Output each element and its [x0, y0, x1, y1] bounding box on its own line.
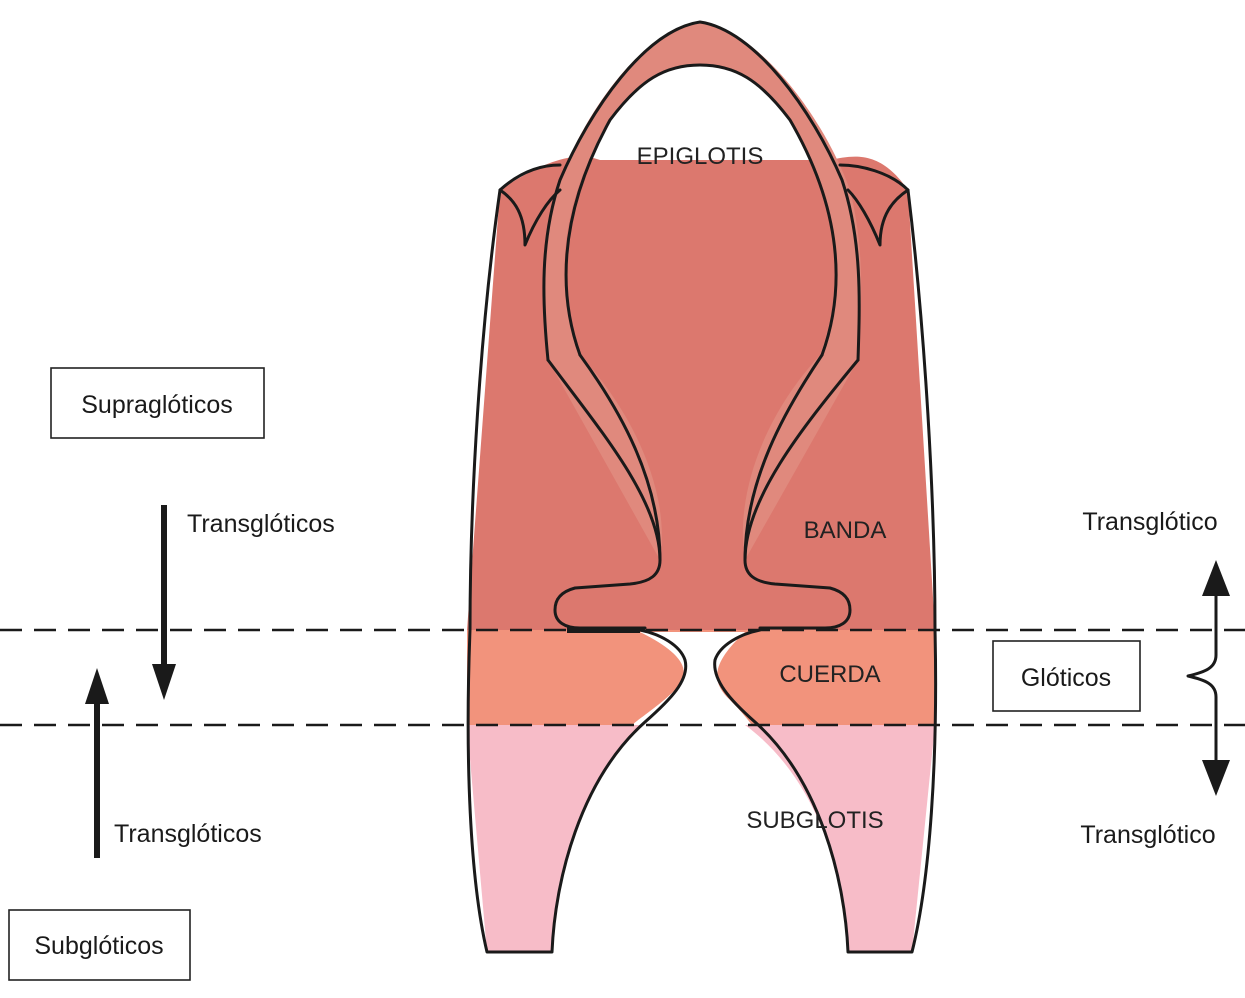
- larynx-outer-outline-right: [713, 163, 938, 954]
- supraglottic-region: [467, 156, 935, 630]
- up-arrow-head: [85, 668, 109, 704]
- epiglottis-inner-outline: [564, 63, 838, 357]
- supraglottic-box-label: Supraglóticos: [81, 391, 232, 419]
- right-up-arrow-head: [1202, 560, 1230, 596]
- subglottic-box: [8, 909, 191, 981]
- cord-label: CUERDA: [779, 661, 880, 688]
- subglottic-region: [467, 725, 935, 952]
- left-ventricular-band: [546, 358, 662, 630]
- epiglottis-label: EPIGLOTIS: [637, 143, 764, 170]
- glottic-box: [992, 640, 1141, 712]
- right-band-inner: [743, 353, 824, 562]
- right-ventricular-band: [743, 358, 860, 630]
- subglottis-label: SUBGLOTIS: [746, 807, 883, 834]
- down-arrow-label: Transglóticos: [187, 510, 335, 538]
- left-aryepiglottic-fold: [498, 188, 562, 247]
- right-bottom-label: Transglótico: [1080, 821, 1215, 849]
- right-down-arrow-head: [1202, 760, 1230, 796]
- down-arrow-head: [152, 664, 176, 700]
- right-top-label: Transglótico: [1082, 508, 1217, 536]
- larynx-outlines: [466, 20, 938, 954]
- band-label: BANDA: [804, 517, 887, 544]
- epiglottis-outer-outline: [542, 20, 861, 362]
- larynx-outer-outline: [466, 163, 688, 954]
- right-aryepiglottic-fold: [846, 188, 910, 247]
- subglottic-box-label: Subglóticos: [34, 932, 163, 960]
- supraglottic-box: [50, 367, 265, 439]
- up-arrow-label: Transglóticos: [114, 820, 262, 848]
- left-band-inner: [578, 353, 662, 562]
- glottic-opening: [632, 632, 752, 725]
- glottic-box-label: Glóticos: [1021, 664, 1111, 692]
- right-brace: [1186, 588, 1218, 767]
